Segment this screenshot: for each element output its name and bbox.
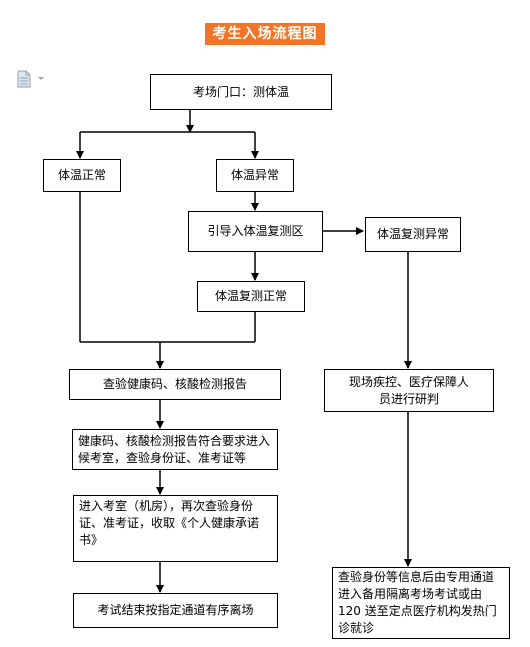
node-entrance: 考场门口：测体温	[150, 74, 332, 110]
node-waiting-room: 健康码、核酸检测报告符合要求进入候考室，查验身份证、准考证等	[72, 429, 278, 470]
document-icon[interactable]	[16, 70, 52, 88]
node-recheck-abnormal: 体温复测异常	[365, 217, 461, 252]
node-temp-normal: 体温正常	[43, 159, 121, 192]
node-temp-abnormal: 体温异常	[216, 159, 294, 192]
node-check-codes: 查验健康码、核酸检测报告	[69, 369, 281, 400]
page-title: 考生入场流程图	[205, 23, 325, 45]
node-exit: 考试结束按指定通道有序离场	[73, 593, 278, 628]
node-medical: 现场疾控、医疗保障人员进行研判	[324, 369, 494, 412]
node-recheck-area: 引导入体温复测区	[188, 211, 323, 252]
node-recheck-normal: 体温复测正常	[197, 281, 305, 312]
node-isolation: 查验身份等信息后由专用通道进入备用隔离考场考试或由 120 送至定点医疗机构发热…	[332, 567, 510, 639]
node-exam-room: 进入考室（机房），再次查验身份证、准考证，收取《个人健康承诺书》	[73, 495, 278, 562]
